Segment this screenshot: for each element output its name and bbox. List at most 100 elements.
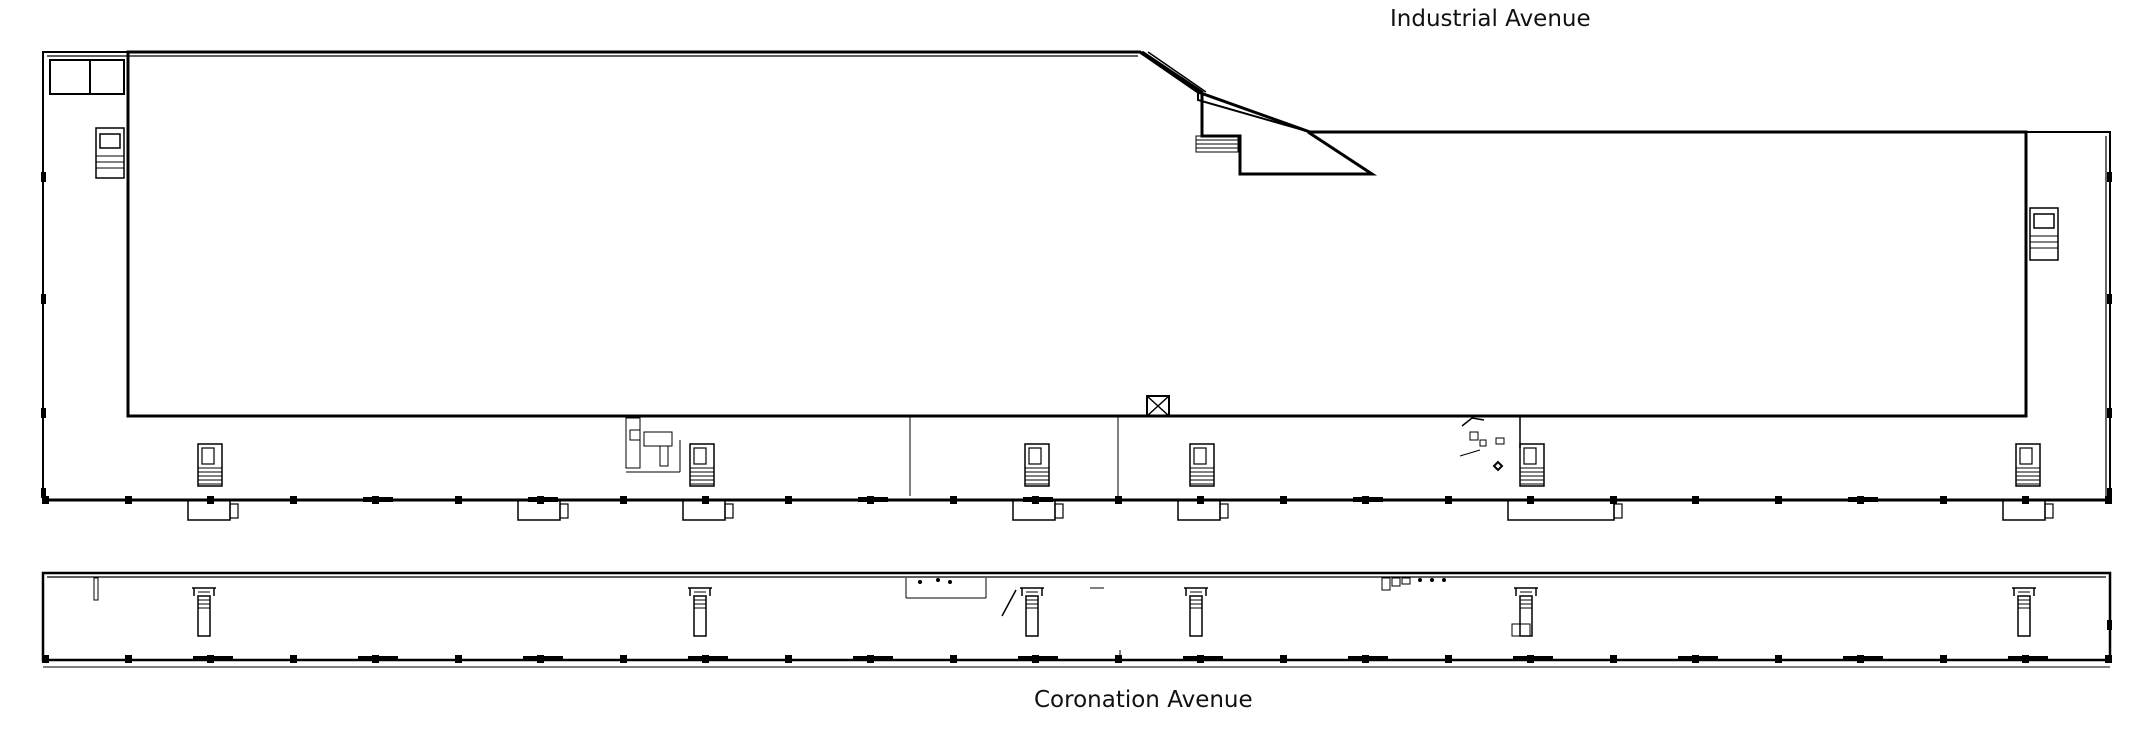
column [1940, 655, 1947, 663]
lower-deck-columns [42, 655, 2112, 663]
column [1115, 655, 1122, 663]
column [2022, 496, 2029, 504]
stair-core [197, 595, 211, 637]
side-column [41, 172, 46, 182]
column [125, 655, 132, 663]
street-label-coronation-avenue: Coronation Avenue [1034, 687, 1253, 713]
stair-core-cap [1514, 587, 1538, 596]
stair-landing [693, 447, 707, 465]
stair-block-west [95, 127, 125, 179]
stair-block-north [1195, 135, 1239, 153]
column [1610, 655, 1617, 663]
upper-deck-outline [42, 51, 2111, 501]
bay-door [229, 503, 239, 519]
bay-door [2044, 503, 2054, 519]
column-pair [1848, 497, 1878, 502]
stair-core [689, 443, 715, 487]
lower-stair-cores [192, 587, 2036, 637]
column [1115, 496, 1122, 504]
column [42, 655, 49, 663]
column-pair [358, 656, 398, 660]
column [620, 655, 627, 663]
column [207, 496, 214, 504]
column-pair [1023, 497, 1053, 502]
lower-deck-outline [41, 571, 2112, 662]
stair-landing [1028, 447, 1042, 465]
column-pair [1018, 656, 1058, 660]
stair-core [1025, 595, 1039, 637]
column [1280, 496, 1287, 504]
stair-core [2017, 595, 2031, 637]
stair-core-cap [2012, 587, 2036, 596]
column [1280, 655, 1287, 663]
stair-landing [1193, 447, 1207, 465]
stair-core-cap [688, 587, 712, 596]
column [702, 496, 709, 504]
side-column [41, 294, 46, 304]
column [1527, 496, 1534, 504]
stair-core-cap [1184, 587, 1208, 596]
side-column [41, 408, 46, 418]
fixture-cluster-east [1459, 416, 1521, 472]
column [1197, 496, 1204, 504]
column [950, 655, 957, 663]
bay-door [1219, 503, 1229, 519]
column [620, 496, 627, 504]
column [1445, 655, 1452, 663]
upper-deck [41, 50, 2112, 630]
column [785, 496, 792, 504]
stair-block-east [2029, 207, 2059, 261]
stair-core-cap [1020, 587, 1044, 596]
column-pair [1348, 656, 1388, 660]
column [1775, 655, 1782, 663]
stair-core [1189, 595, 1203, 637]
column [950, 496, 957, 504]
entry-bay [1507, 500, 1615, 521]
side-columns [41, 172, 2112, 630]
upper-deck-columns [42, 496, 2112, 504]
elevator-shaft [1146, 395, 1170, 417]
column-pair [1183, 656, 1223, 660]
column-pair [1513, 656, 1553, 660]
lower-fixtures [93, 577, 1531, 660]
column-pair [1843, 656, 1883, 660]
column [1692, 496, 1699, 504]
column [1940, 496, 1947, 504]
side-column [2107, 488, 2112, 498]
column-pair [523, 656, 563, 660]
stair-core [2015, 443, 2041, 487]
column-pair [528, 497, 558, 502]
stair-landing [2019, 447, 2033, 465]
upper-deck-bays [187, 500, 2054, 521]
bay-door [1054, 503, 1064, 519]
column [455, 496, 462, 504]
side-column [2107, 408, 2112, 418]
column-pair [193, 656, 233, 660]
stair-notch [1141, 50, 1378, 176]
main-building-outline [126, 50, 2028, 418]
stair-core [197, 443, 223, 487]
column [1445, 496, 1452, 504]
column [125, 496, 132, 504]
stair-core [1189, 443, 1215, 487]
column [1775, 496, 1782, 504]
stair-landing [201, 447, 215, 465]
street-label-industrial-avenue: Industrial Avenue [1390, 6, 1591, 32]
fixture-cluster-west [625, 417, 681, 473]
stair-core-cap [192, 587, 216, 596]
column [42, 496, 49, 504]
side-column [2107, 172, 2112, 182]
column [785, 655, 792, 663]
column-pair [363, 497, 393, 502]
lower-deck [41, 571, 2112, 668]
stair-core [1024, 443, 1050, 487]
corner-annex-nw [49, 59, 125, 95]
column-pair [688, 656, 728, 660]
column [290, 496, 297, 504]
bay-door [724, 503, 734, 519]
column [455, 655, 462, 663]
bay-door [559, 503, 569, 519]
side-column [41, 488, 46, 498]
column-pair [1678, 656, 1718, 660]
